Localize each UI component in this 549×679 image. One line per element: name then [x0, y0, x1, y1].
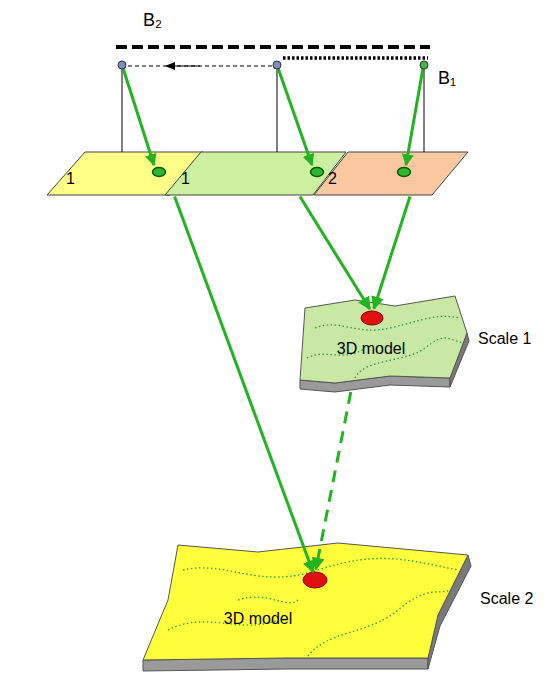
camera-centre — [118, 61, 126, 69]
label-holder: Scale 1 — [478, 330, 531, 348]
text-holder: 2 — [328, 170, 337, 188]
image-point — [311, 168, 324, 177]
image-point — [153, 168, 166, 177]
text-holder: 3D model — [337, 340, 405, 358]
image-points — [153, 168, 411, 177]
camera-ray — [278, 68, 312, 165]
camera-rays — [123, 68, 423, 165]
terrain-surface — [300, 296, 467, 383]
image-plane-outline — [314, 152, 468, 195]
model-label: 3D model — [337, 340, 405, 358]
shift-arrow — [170, 66, 200, 67]
scale-label: Scale 2 — [480, 590, 533, 608]
camera-axes — [122, 66, 424, 152]
scale-label: Scale 1 — [478, 330, 531, 348]
camera-centres — [118, 61, 428, 69]
camera-axis — [424, 66, 425, 152]
text-holder: 3D model — [224, 610, 292, 628]
image-number: 1 — [181, 170, 190, 188]
label-holder: B₂ — [143, 10, 162, 31]
baseline-label: B₂ — [143, 10, 162, 31]
baseline-b2 — [116, 45, 430, 49]
image-number: 1 — [66, 170, 75, 188]
terrain-model: 3D model — [295, 288, 475, 393]
image-point — [398, 168, 411, 177]
model-point — [361, 311, 383, 325]
contour-line — [238, 597, 298, 603]
text-holder: 1 — [66, 170, 75, 188]
text-holder: 1 — [181, 170, 190, 188]
projection-arrow — [175, 197, 313, 573]
projection-arrow — [316, 392, 351, 569]
terrain-side — [143, 658, 428, 671]
projection-arrow — [300, 197, 370, 309]
baseline-label: B₁ — [438, 68, 456, 89]
camera-axis — [122, 66, 123, 152]
baseline-b1 — [283, 56, 428, 60]
terrain-surface — [143, 543, 468, 660]
contour-line — [315, 316, 460, 330]
shift-line — [128, 66, 272, 67]
camera-centre — [273, 61, 281, 69]
projection-arrow — [374, 197, 410, 309]
camera-ray — [406, 68, 423, 165]
contour-line — [308, 590, 450, 656]
camera-centre — [420, 61, 428, 69]
camera-ray — [123, 68, 154, 165]
model-label: 3D model — [224, 610, 292, 628]
image-number: 2 — [328, 170, 337, 188]
label-holder: Scale 2 — [480, 590, 533, 608]
camera-axis — [277, 66, 278, 152]
label-holder: B₁ — [438, 68, 456, 89]
image-plane: 2 — [312, 150, 470, 197]
model-point — [303, 572, 327, 588]
